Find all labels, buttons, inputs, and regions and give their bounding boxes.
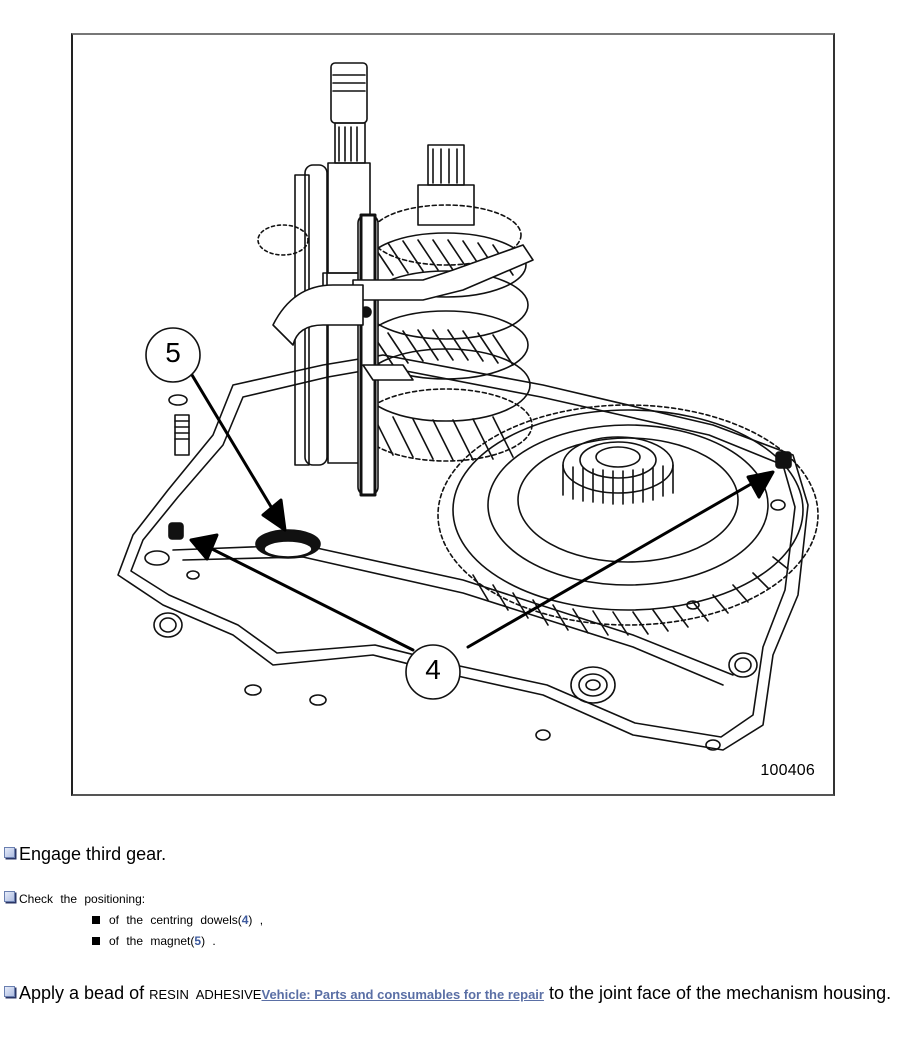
callout-5-label: 5 <box>165 337 181 368</box>
gearbox-illustration: 5 4 100406 <box>71 33 835 796</box>
step-text-before: Apply a bead of <box>19 983 150 1003</box>
secondary-shaft-gears <box>359 144 533 462</box>
gearbox-line-drawing <box>117 62 819 751</box>
subitem-suffix: ) , <box>248 913 264 927</box>
parts-consumables-link[interactable]: Vehicle: Parts and consumables for the r… <box>261 987 544 1002</box>
callout-4 <box>405 644 461 700</box>
selector-rods <box>294 164 379 497</box>
reverse-gear <box>257 224 309 256</box>
subitem-text: of the centring dowels( <box>109 913 242 927</box>
callout-5 <box>145 327 201 383</box>
subitem-suffix: ) . <box>201 934 216 948</box>
centring-dowels <box>168 451 792 540</box>
step-check-positioning: Check the positioning: <box>4 891 146 906</box>
housing-outline <box>117 354 809 751</box>
checkbox-bullet-icon <box>4 846 15 858</box>
square-bullet-icon <box>92 916 100 924</box>
product-name: RESIN ADHESIVE <box>149 987 262 1002</box>
magnet <box>255 529 321 559</box>
step-text: Check the positioning: <box>19 892 146 906</box>
callout-arrows <box>184 363 775 652</box>
figure-reference-number: 100406 <box>760 762 815 779</box>
step-text-after: to the joint face of the mechanism housi… <box>543 983 892 1003</box>
selector-forks <box>272 244 534 381</box>
step-engage-gear: Engage third gear. <box>4 844 166 865</box>
callout-4-label: 4 <box>425 654 441 685</box>
stud-bolt <box>174 414 190 456</box>
subitem-magnet: of the magnet(5) . <box>92 934 216 948</box>
subitem-text: of the magnet( <box>109 934 195 948</box>
subitem-centring-dowels: of the centring dowels(4) , <box>92 913 263 927</box>
square-bullet-icon <box>92 937 100 945</box>
checkbox-bullet-icon <box>4 985 15 997</box>
reference-number: 4 <box>241 913 249 927</box>
housing-flange <box>130 366 796 738</box>
step-text: Engage third gear. <box>19 844 167 864</box>
step-apply-adhesive: Apply a bead of RESIN ADHESIVEVehicle: P… <box>4 978 894 1010</box>
bolt-holes <box>144 394 786 751</box>
checkbox-bullet-icon <box>4 891 15 903</box>
reference-number: 5 <box>194 934 202 948</box>
crown-gear <box>437 404 819 636</box>
